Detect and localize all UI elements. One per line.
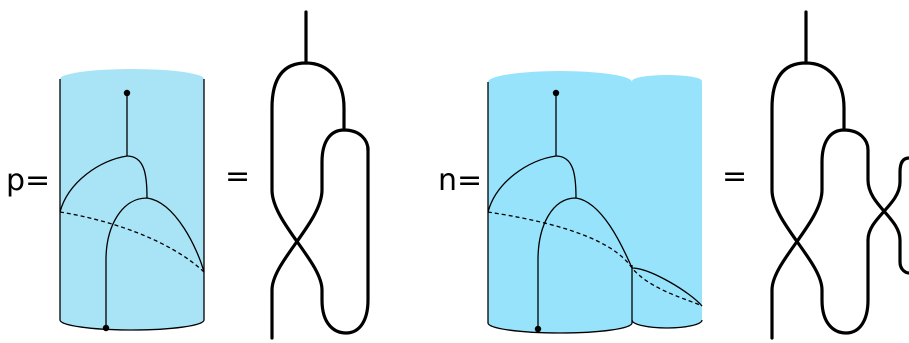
cylinder-n-bottom-point <box>534 325 542 333</box>
cylinder-p-bottom-edge <box>59 319 205 331</box>
cylinder-n-big-body <box>488 82 632 333</box>
cylinder-n-right-branch <box>555 155 577 199</box>
equals-sign-2: = <box>722 159 747 194</box>
equals-sign-1: = <box>225 159 250 194</box>
cylinder-n-back-seam <box>487 211 703 307</box>
cylinder-n-small-top <box>632 75 702 87</box>
cylinder-p-right-branch <box>126 155 148 199</box>
cylinder-n-arch <box>537 197 703 326</box>
string-p-loop <box>270 128 370 340</box>
cylinder-n-small-bottom-edge <box>631 319 703 329</box>
n-label: n= <box>438 163 482 198</box>
cylinder-p <box>59 69 205 332</box>
cylinder-n-left-branch <box>487 155 557 213</box>
string-n-right-arc <box>804 61 846 132</box>
string-diagram-p <box>270 10 370 340</box>
cylinder-p-top-point <box>123 89 131 97</box>
cylinder-p-bottom-point <box>102 324 110 332</box>
string-p-right-arc <box>304 61 346 132</box>
cylinder-p-arch <box>105 197 205 326</box>
cylinder-p-left-branch <box>59 155 128 213</box>
string-n-crossing-strand <box>866 156 909 242</box>
cylinder-p-body <box>60 79 204 330</box>
cylinder-n-small-body <box>632 82 702 328</box>
cylinder-p-top <box>60 69 204 89</box>
string-n-left-arc <box>770 61 870 335</box>
cylinder-n-bottom-edge <box>487 322 633 334</box>
p-label: p= <box>6 163 50 198</box>
string-diagram-n <box>770 10 909 340</box>
cylinder-n-big-top <box>488 71 632 93</box>
cylinder-p-back-seam <box>59 211 205 273</box>
string-p-left-arc <box>270 61 370 335</box>
cylinder-n <box>487 71 703 334</box>
cylinder-n-top-point <box>552 89 560 97</box>
